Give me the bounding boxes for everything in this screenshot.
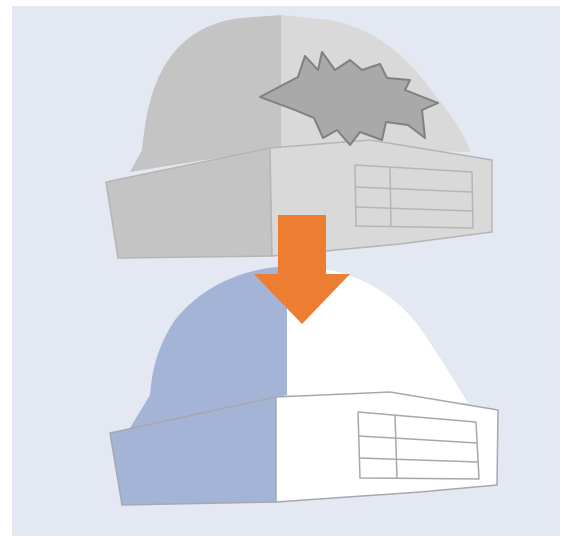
repaired-helmet-brim-right (276, 392, 498, 502)
label-plate-line (390, 167, 391, 227)
